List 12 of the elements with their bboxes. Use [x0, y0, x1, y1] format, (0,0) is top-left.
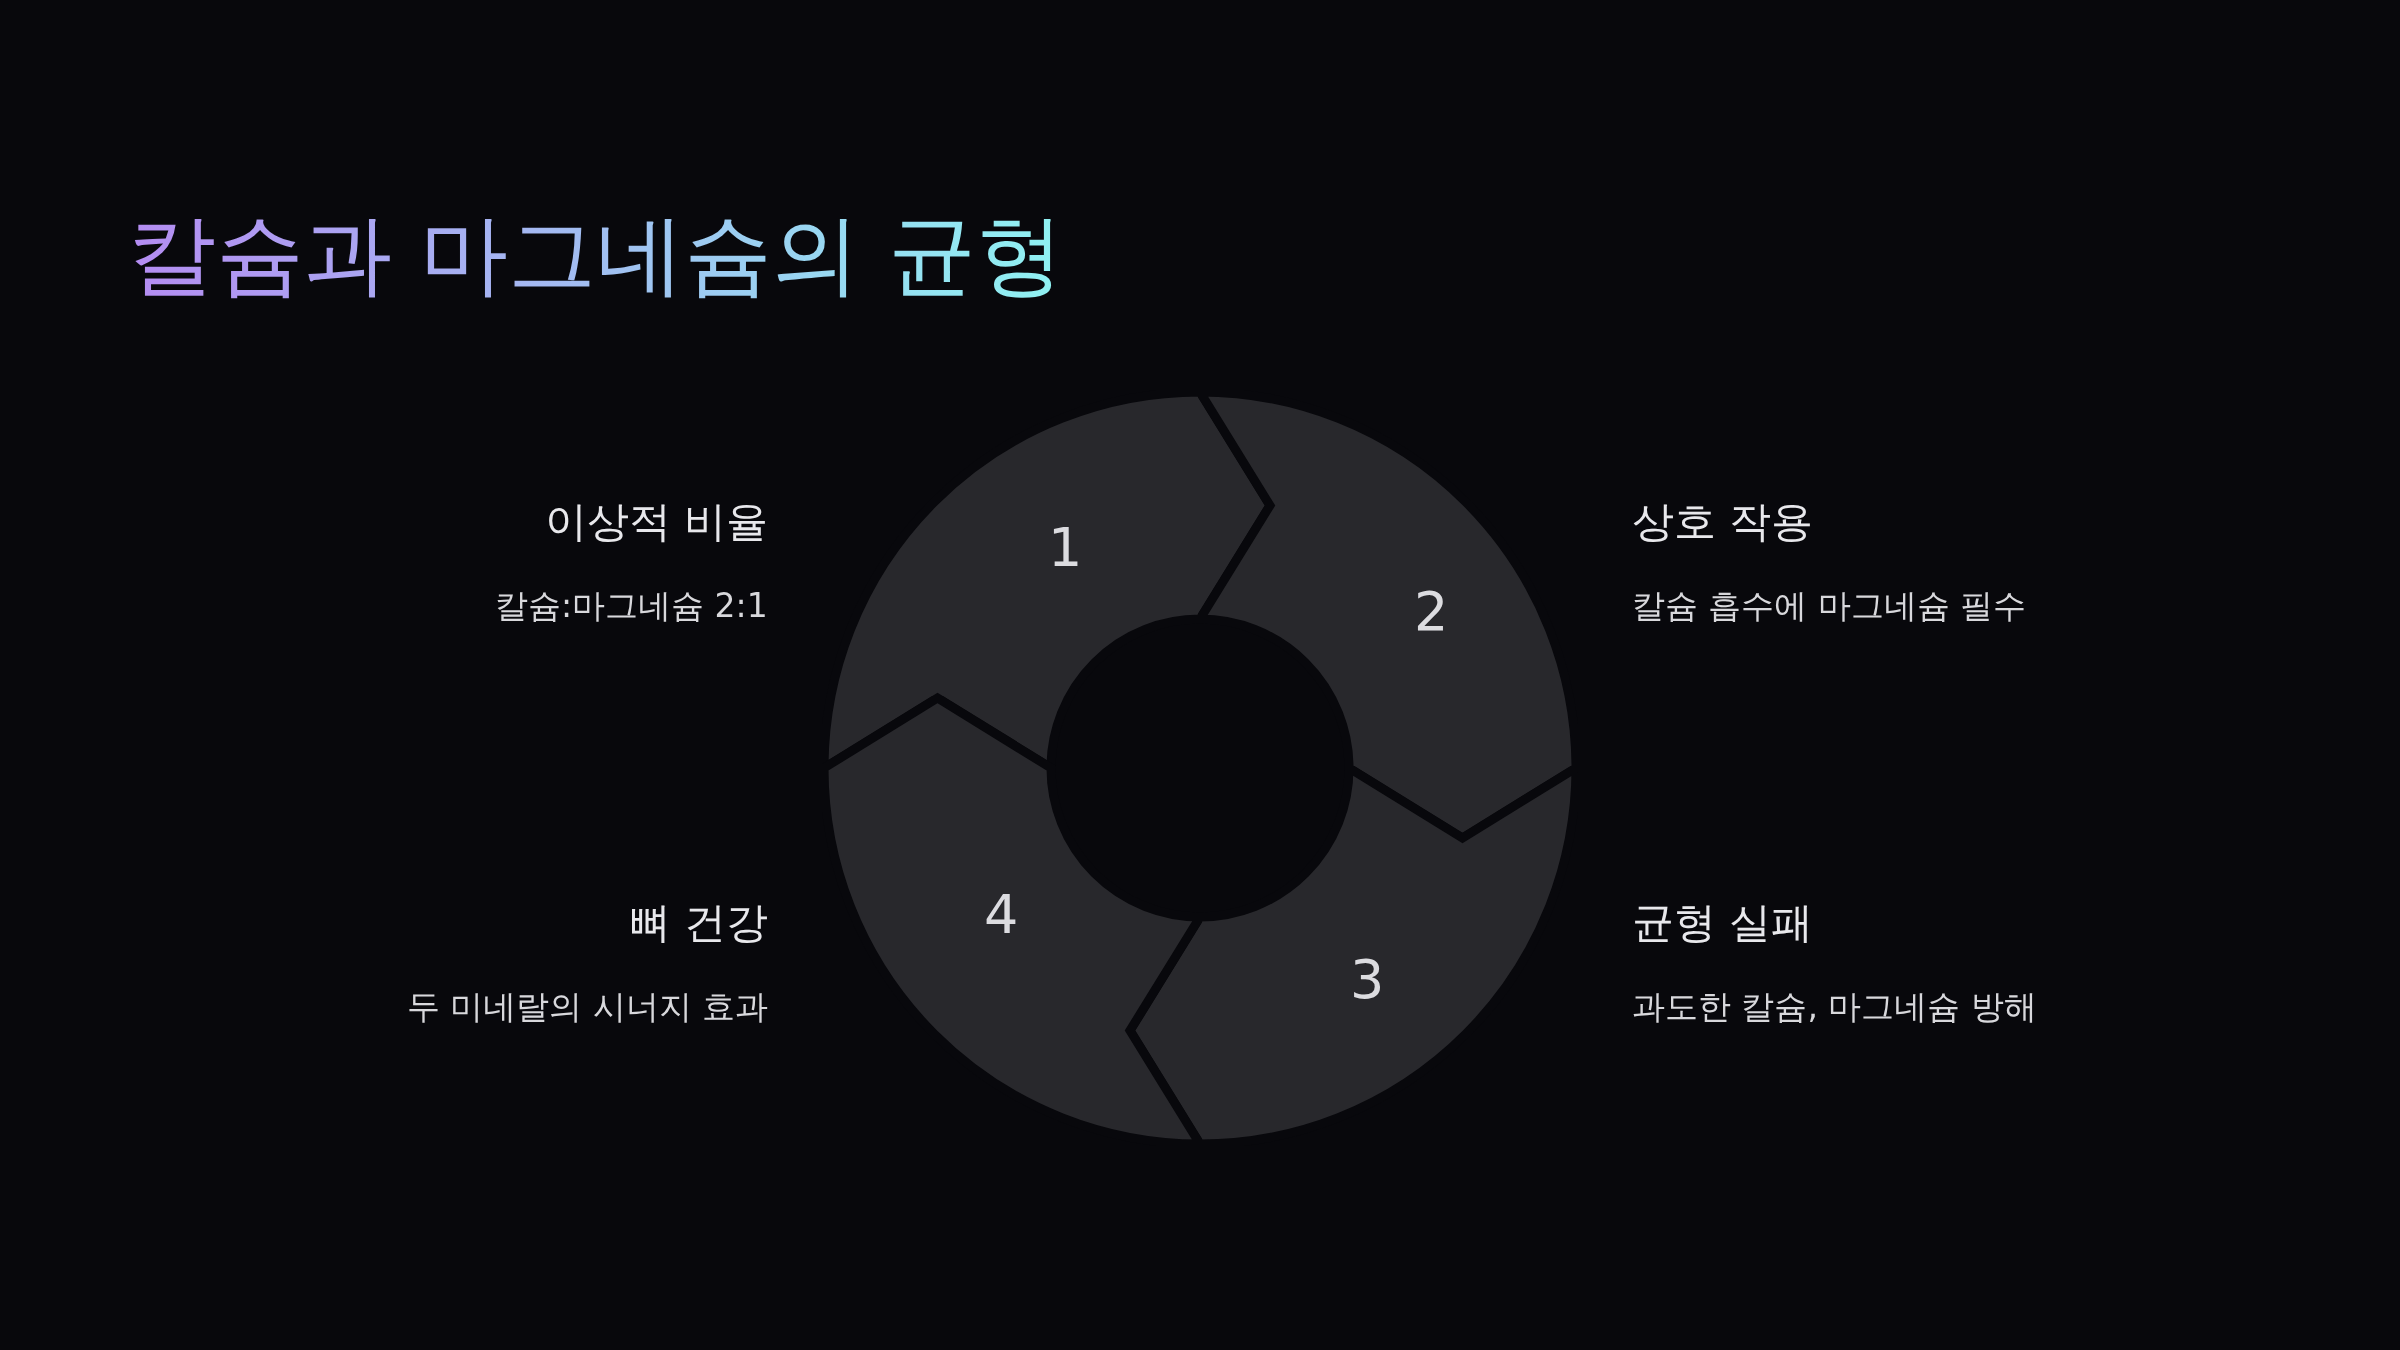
step-description: 과도한 칼슘, 마그네슘 방해 — [1632, 986, 2037, 1028]
step-number: 3 — [1350, 950, 1385, 1010]
step-heading: 상호 작용 — [1632, 496, 1814, 548]
step-heading: 뼈 건강 — [629, 897, 769, 949]
step-number: 4 — [984, 885, 1019, 945]
step-heading: 균형 실패 — [1632, 897, 1814, 949]
step-number: 1 — [1048, 518, 1083, 578]
step-description: 칼슘:마그네슘 2:1 — [495, 585, 768, 627]
step-description: 칼슘 흡수에 마그네슘 필수 — [1632, 585, 2027, 627]
step-number: 2 — [1414, 582, 1449, 642]
step-heading: 이상적 비율 — [545, 496, 769, 548]
step-description: 두 미네랄의 시너지 효과 — [407, 986, 769, 1028]
